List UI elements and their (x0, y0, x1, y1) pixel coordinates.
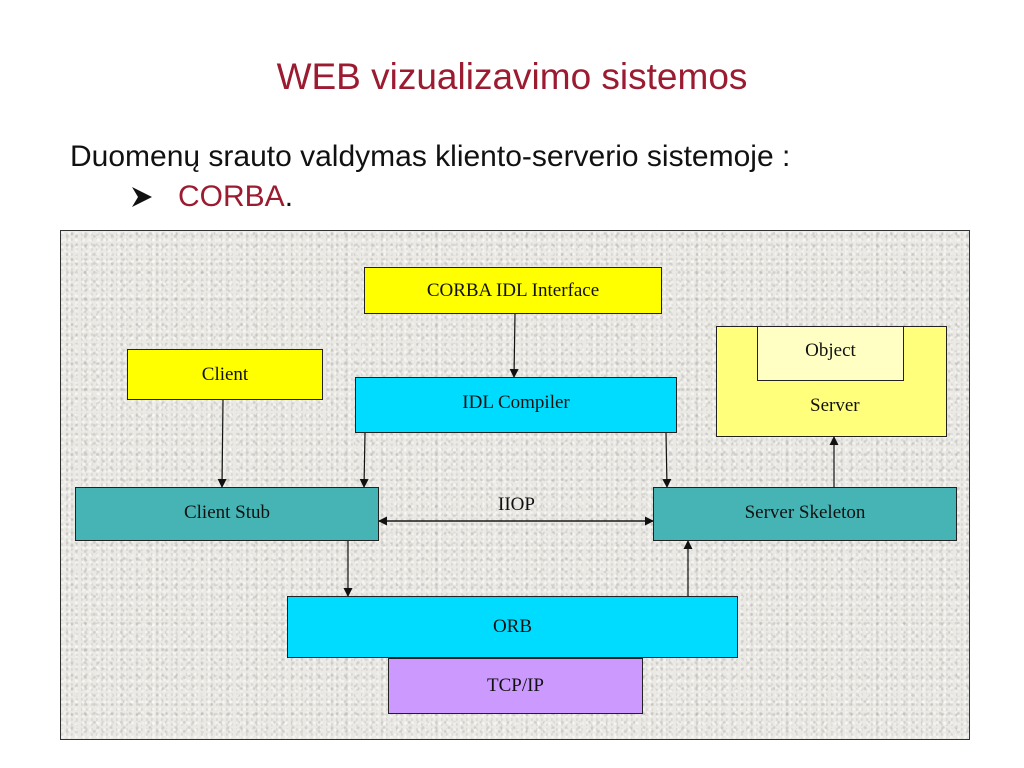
slide-title: WEB vizualizavimo sistemos (276, 56, 748, 97)
server-skeleton-box: Server Skeleton (653, 487, 957, 541)
orb-box: ORB (287, 596, 738, 658)
idl-compiler-box: IDL Compiler (355, 377, 677, 433)
object-box: Object (757, 326, 904, 381)
client-stub-label: Client Stub (183, 502, 271, 523)
object-label: Object (805, 340, 856, 361)
bullet-item: CORBA. (130, 180, 293, 214)
bullet-period: . (284, 180, 294, 213)
corba-idl-interface-label: CORBA IDL Interface (426, 280, 600, 301)
tcp-ip-box: TCP/IP (388, 658, 643, 714)
orb-label: ORB (492, 616, 533, 637)
server-label: Server (810, 395, 860, 416)
tcp-ip-label: TCP/IP (486, 675, 545, 696)
corba-idl-interface-box: CORBA IDL Interface (364, 267, 662, 314)
client-box: Client (127, 349, 323, 400)
slide-subtitle: Duomenų srauto valdymas kliento-serverio… (70, 140, 791, 173)
arrow-bullet-icon (132, 187, 152, 207)
idl-compiler-label: IDL Compiler (462, 392, 570, 413)
bullet-text: CORBA (178, 180, 285, 213)
client-stub-box: Client Stub (75, 487, 379, 541)
client-label: Client (201, 364, 249, 385)
server-skeleton-label: Server Skeleton (744, 502, 866, 523)
iiop-label: IIOP (498, 494, 535, 515)
